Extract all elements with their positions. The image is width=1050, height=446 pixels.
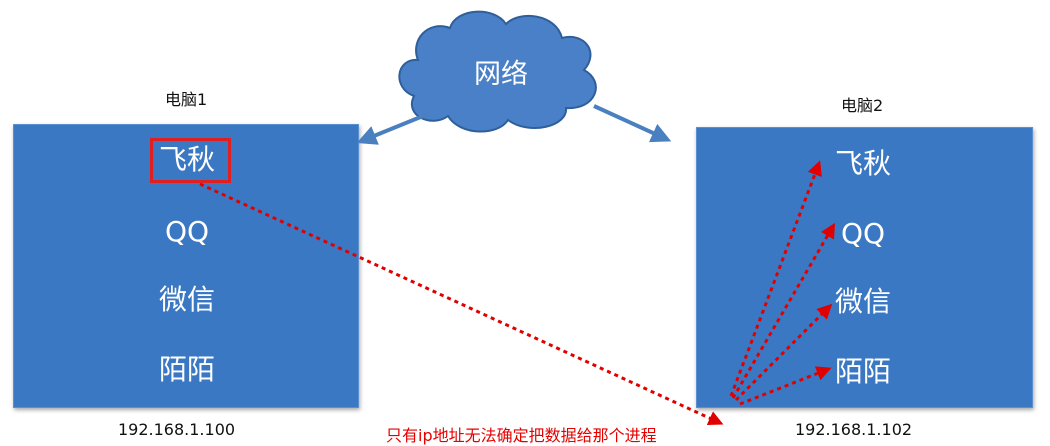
computer1-ip: 192.168.1.100: [118, 420, 236, 439]
computer1-app-wechat: 微信: [158, 283, 216, 316]
dotted-arrow-to-qq: [731, 222, 836, 399]
connector-to-computer2: [593, 104, 672, 143]
computer2-app-feiqiu: 飞秋: [834, 147, 892, 180]
dotted-arrow-main: [199, 182, 724, 426]
connector-to-computer1: [356, 112, 429, 145]
computer2-ip: 192.168.1.102: [795, 420, 913, 439]
computer1-app-qq: QQ: [164, 215, 210, 248]
dotted-arrow-to-feiqiu: [729, 160, 822, 397]
computer1-title: 电脑1: [165, 90, 208, 109]
computer2-box: [696, 127, 1033, 408]
computer2-app-momo: 陌陌: [834, 355, 892, 388]
cloud-label: 网络: [474, 59, 528, 90]
dotted-arrow-to-wechat: [734, 303, 833, 402]
computer2-app-wechat: 微信: [834, 285, 892, 318]
computer2-title: 电脑2: [841, 96, 884, 115]
computer1-app-feiqiu: 飞秋: [158, 143, 216, 176]
dotted-arrow-to-momo: [739, 366, 832, 406]
computer2-app-qq: QQ: [840, 217, 886, 250]
feiqiu-highlight-box: [150, 138, 231, 183]
computer1-app-momo: 陌陌: [158, 353, 216, 386]
network-cloud-icon: [398, 10, 597, 133]
computer1-box: [13, 124, 359, 408]
